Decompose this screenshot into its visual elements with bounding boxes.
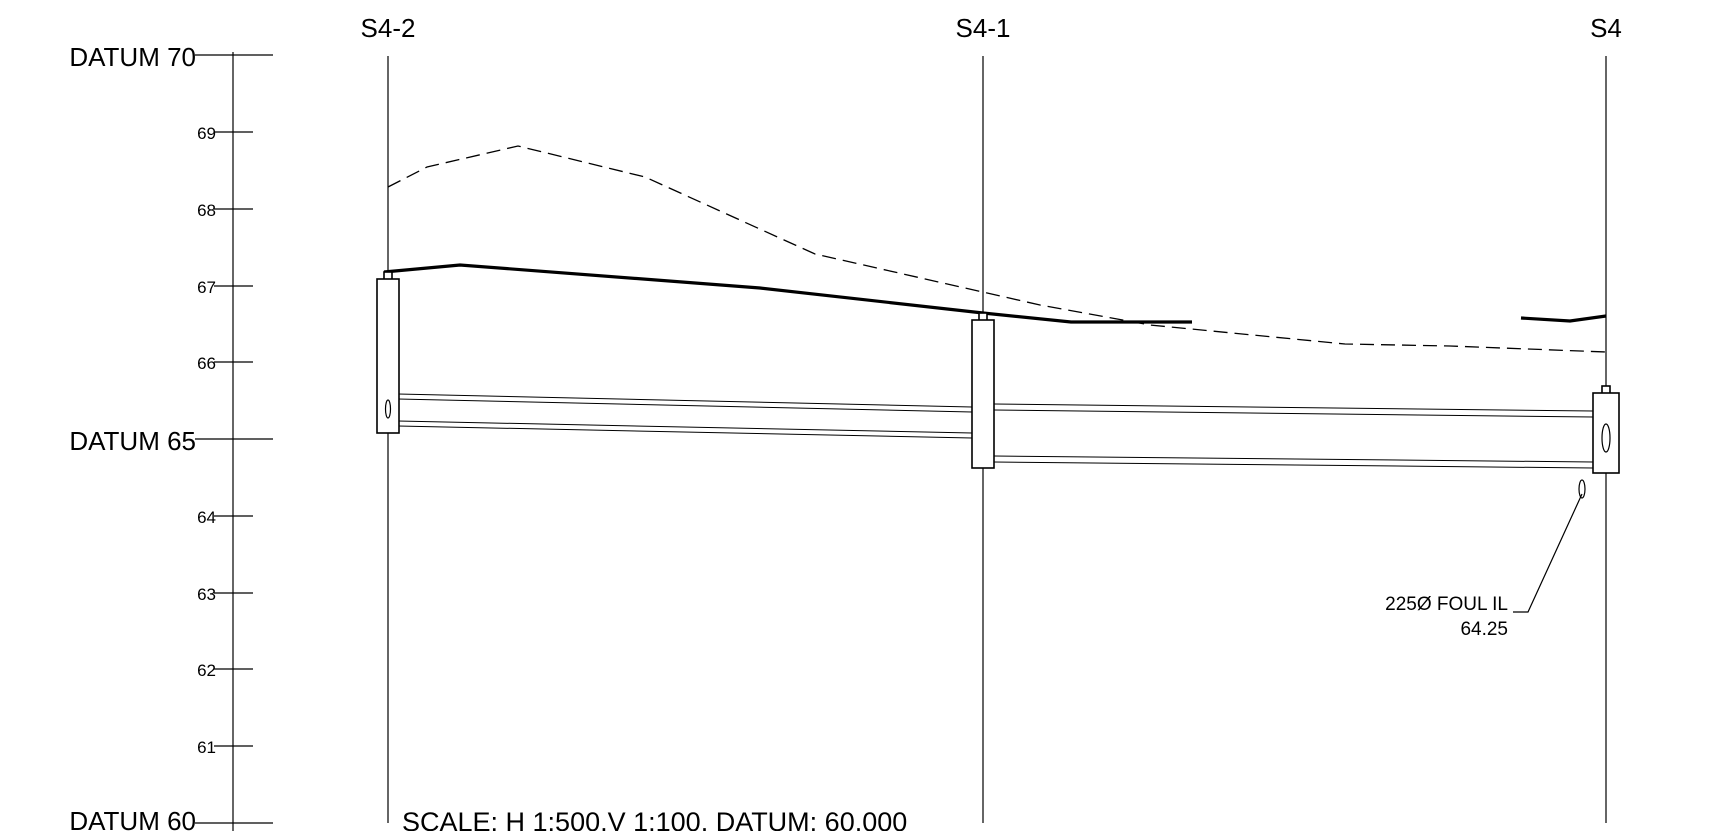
- pipe-run-s4-2-to-s4-1: [397, 393, 973, 439]
- tick-67-label: 67: [197, 278, 216, 297]
- foul-connection-callout: 225Ø FOUL IL 64.25: [1385, 479, 1586, 640]
- scale-note: SCALE: H 1:500,V 1:100. DATUM: 60.000: [402, 807, 907, 831]
- tick-66-label: 66: [197, 354, 216, 373]
- foul-il-label: 225Ø FOUL IL: [1385, 594, 1508, 615]
- pipe-bottom-wall-2: [993, 461, 1594, 469]
- pipe-top-wall-1: [397, 393, 973, 408]
- manhole-s4-2: [376, 271, 400, 434]
- callout-leader: [1513, 493, 1583, 613]
- proposed-level-profile: [383, 263, 1192, 324]
- foul-il-value: 64.25: [1460, 619, 1508, 640]
- tick-64-label: 64: [197, 508, 216, 527]
- pipe-bottom-wall-2: [397, 425, 973, 439]
- datum-70-label: DATUM 70: [69, 42, 196, 72]
- pipe-bottom-wall-1: [397, 420, 973, 434]
- manhole-outlet: [384, 399, 392, 419]
- pipe-bottom-wall-1: [993, 455, 1594, 463]
- station-label-s4: S4: [1590, 13, 1622, 43]
- station-label-s4-2: S4-2: [361, 13, 416, 43]
- tick-68-label: 68: [197, 201, 216, 220]
- tick-69-label: 69: [197, 124, 216, 143]
- pipe-run-s4-1-to-s4: [993, 403, 1594, 469]
- manhole-s4-1: [971, 312, 995, 469]
- datum-60-label: DATUM 60: [69, 806, 196, 831]
- pipe-top-wall-2: [993, 409, 1594, 418]
- proposed-level-profile-end: [1520, 314, 1607, 323]
- existing-ground-profile: [387, 145, 1607, 353]
- manhole-s4: [1592, 385, 1620, 474]
- pipe-top-wall-2: [397, 398, 973, 413]
- manhole-chamber: [376, 278, 400, 434]
- manhole-outlet: [1601, 423, 1611, 453]
- level-scale: DATUM 70 69 68 67 66 DATUM 65 64 63 62 6…: [69, 42, 273, 831]
- tick-61-label: 61: [197, 738, 216, 757]
- manhole-chamber: [971, 319, 995, 469]
- station-label-s4-1: S4-1: [956, 13, 1011, 43]
- foul-pipe-symbol: [1578, 479, 1586, 499]
- manhole-chamber: [1592, 392, 1620, 474]
- pipe-top-wall-1: [993, 403, 1594, 412]
- datum-65-label: DATUM 65: [69, 426, 196, 456]
- tick-62-label: 62: [197, 661, 216, 680]
- tick-63-label: 63: [197, 585, 216, 604]
